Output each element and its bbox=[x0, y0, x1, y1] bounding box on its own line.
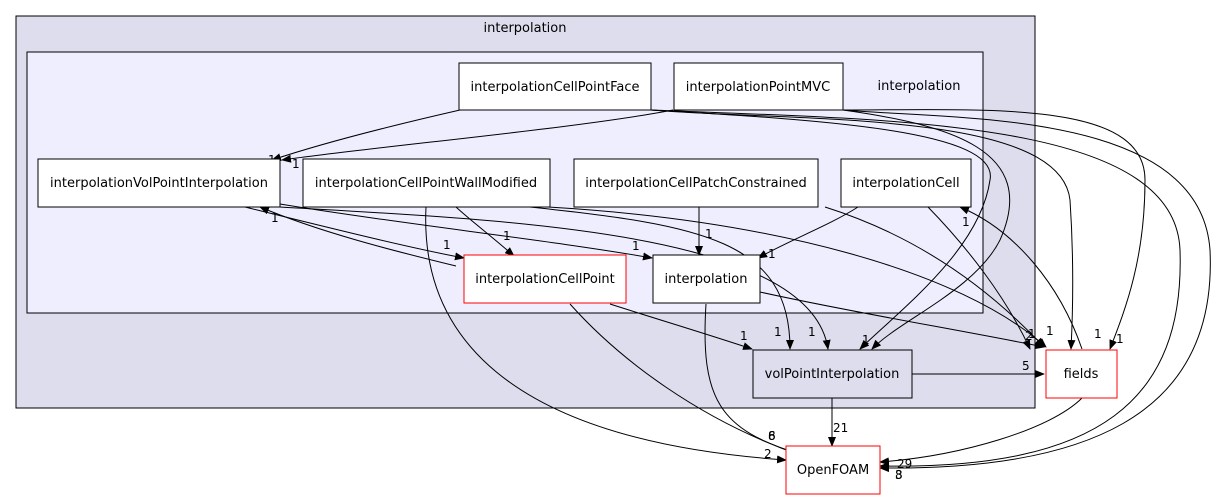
outer-cluster-label: interpolation bbox=[484, 21, 567, 36]
node-label: fields bbox=[1064, 367, 1099, 382]
node-openfoam[interactable]: OpenFOAM bbox=[785, 445, 881, 495]
edge-label-patch-interp: 1 bbox=[705, 227, 713, 241]
edge-label-vpi-volpi: 1 bbox=[808, 325, 816, 339]
edge-fields-to-cell bbox=[959, 206, 1083, 350]
edge-label-interp-fields: 2 bbox=[1025, 329, 1033, 343]
edge-vpi-to-interp bbox=[279, 203, 653, 261]
edge-label-wall-openfoam: 2 bbox=[764, 447, 772, 461]
node-interpolation-point-mvc[interactable]: interpolationPointMVC bbox=[673, 62, 844, 111]
edge-cellpoint-to-volpi bbox=[609, 303, 753, 350]
edge-label-cell-fields: 1 bbox=[1046, 324, 1054, 338]
edge-cellpoint-to-vpi bbox=[259, 206, 457, 267]
edge-cell-to-interp bbox=[757, 206, 859, 259]
edge-face-to-vpi bbox=[271, 109, 461, 161]
node-label: OpenFOAM bbox=[797, 463, 869, 478]
edge-label-vpi-interp: 1 bbox=[632, 239, 640, 253]
node-label: interpolation bbox=[665, 272, 748, 287]
inner-cluster-label: interpolation bbox=[878, 79, 961, 94]
node-label: interpolationPointMVC bbox=[686, 80, 830, 95]
edge-label-fields-cell: 1 bbox=[962, 215, 970, 229]
edge-wall-to-openfoam bbox=[425, 206, 787, 464]
node-vol-point-interpolation[interactable]: volPointInterpolation bbox=[752, 349, 913, 399]
edge-wall-to-volpi bbox=[529, 206, 794, 350]
node-interpolation[interactable]: interpolation bbox=[652, 254, 761, 304]
edge-label-cellpoint-openfoam: 6 bbox=[768, 429, 776, 443]
edge-label-mvc-fields: 1 bbox=[1116, 332, 1124, 346]
edge-label-cell-interp: 1 bbox=[768, 247, 776, 261]
node-interpolation-cell-patch-constrained[interactable]: interpolationCellPatchConstrained bbox=[573, 158, 819, 208]
edge-label-fields-openfoam: 29 bbox=[897, 457, 912, 471]
edge-label-mvc-vpi: 1 bbox=[292, 157, 300, 171]
node-interpolation-cell-point-wall-modified[interactable]: interpolationCellPointWallModified bbox=[302, 158, 551, 208]
edge-face-to-volpi bbox=[650, 109, 991, 350]
edge-fields-to-openfoam bbox=[879, 397, 1083, 466]
node-label: interpolationCellPointWallModified bbox=[315, 176, 537, 191]
node-label: interpolationVolPointInterpolation bbox=[50, 176, 268, 191]
edge-interp-to-openfoam bbox=[704, 303, 801, 456]
edge-vpi-to-cellpoint bbox=[244, 206, 465, 261]
edge-cell-to-fields bbox=[927, 206, 1031, 350]
edge-labels: 1 1 1 1 1 1 1 1 1 1 2 1 1 1 1 1 1 1 5 21… bbox=[268, 153, 1124, 482]
edges bbox=[244, 109, 1211, 473]
node-label: volPointInterpolation bbox=[765, 367, 900, 382]
edge-label-patch-fields: 1 bbox=[1028, 327, 1036, 341]
edge-label-mvc-volpi: 1 bbox=[862, 333, 870, 347]
node-interpolation-vol-point-interpolation[interactable]: interpolationVolPointInterpolation bbox=[37, 158, 281, 208]
edge-label-vpi-cellpoint: 1 bbox=[443, 238, 451, 252]
edge-mvc-to-openfoam bbox=[842, 109, 1211, 473]
node-interpolation-cell[interactable]: interpolationCell bbox=[840, 158, 972, 208]
edge-mvc-to-vpi bbox=[281, 109, 674, 163]
edge-mvc-to-fields bbox=[842, 109, 1146, 350]
node-fields[interactable]: fields bbox=[1045, 349, 1118, 399]
node-interpolation-cell-point[interactable]: interpolationCellPoint bbox=[463, 254, 627, 304]
edge-label-volpi-openfoam: 21 bbox=[833, 421, 848, 435]
node-label: interpolationCellPoint bbox=[475, 272, 615, 287]
edge-wall-to-fields bbox=[547, 206, 1047, 348]
edge-face-to-fields bbox=[650, 109, 1076, 350]
edge-label-wall-volpi: 1 bbox=[774, 325, 782, 339]
edge-label-cellpoint-vpi: 1 bbox=[271, 211, 279, 225]
node-interpolation-cell-point-face[interactable]: interpolationCellPointFace bbox=[458, 62, 652, 111]
edge-label-face-openfoam: 3 bbox=[895, 468, 903, 482]
edge-mvc-to-volpi bbox=[842, 109, 1011, 350]
node-label: interpolationCellPatchConstrained bbox=[585, 176, 807, 191]
edge-label-cellpoint-volpi: 1 bbox=[740, 329, 748, 343]
node-label: interpolationCell bbox=[852, 176, 959, 191]
node-label: interpolationCellPointFace bbox=[471, 80, 640, 95]
edge-interp-to-fields bbox=[759, 291, 1045, 350]
edge-label-interp-openfoam: 8 bbox=[768, 429, 776, 443]
edge-wall-to-cellpoint bbox=[455, 206, 515, 257]
edge-label-volpi-fields: 5 bbox=[1022, 359, 1030, 373]
edge-label-wall-cellpoint: 1 bbox=[503, 229, 511, 243]
edge-patch-to-fields bbox=[824, 206, 1045, 348]
edge-label-face-fields: 1 bbox=[1094, 327, 1102, 341]
edge-face-to-openfoam bbox=[650, 109, 1181, 471]
edge-vpi-to-volpi bbox=[279, 206, 831, 350]
edge-label-mvc-openfoam: 8 bbox=[895, 468, 903, 482]
